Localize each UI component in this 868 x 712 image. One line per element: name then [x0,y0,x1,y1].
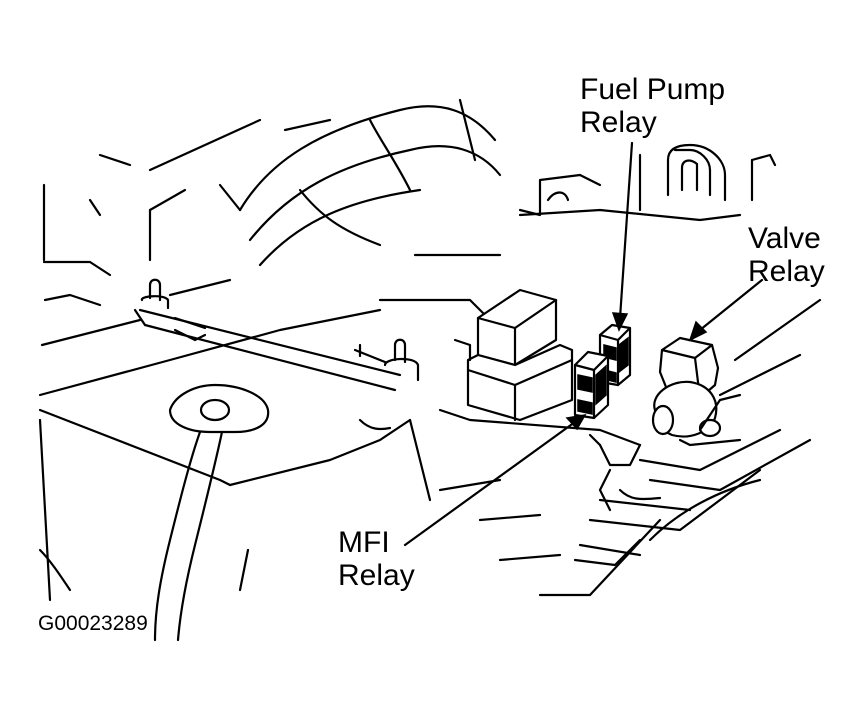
mfi-relay-label-line2: Relay [338,559,415,592]
valve-relay-label-line1: Valve [748,222,821,255]
relay-block [438,288,642,467]
mfi-relay-leader [403,420,577,547]
upper-right-bracket [518,143,777,222]
fuel-pump-relay-label: Fuel Pump Relay [580,73,725,139]
mfi-relay [573,350,610,420]
frame-rails [438,298,822,597]
battery-hold-down-bar [133,278,420,392]
fuel-pump-relay-label-line1: Fuel Pump [580,73,726,106]
fuel-pump-relay-leader [618,141,634,320]
mfi-relay-label-line1: MFI [338,526,390,559]
valve-relay-label: Valve Relay [748,222,825,288]
mfi-relay-arrowhead [565,414,587,431]
valve-relay-arrowhead [688,320,708,342]
valve-relay-leader [698,278,764,332]
valve-relay-label-line2: Relay [748,255,825,288]
leader-arrows [403,141,764,547]
figure-code: G00023289 [38,612,148,635]
fuel-pump-relay-arrowhead [611,312,629,332]
intake-hoses [218,98,502,322]
fender-panel-lines [40,118,262,347]
valve-relay [651,336,742,447]
battery [38,308,432,642]
mfi-relay-label: MFI Relay [338,526,415,592]
fuel-pump-relay-label-line2: Relay [580,106,657,139]
